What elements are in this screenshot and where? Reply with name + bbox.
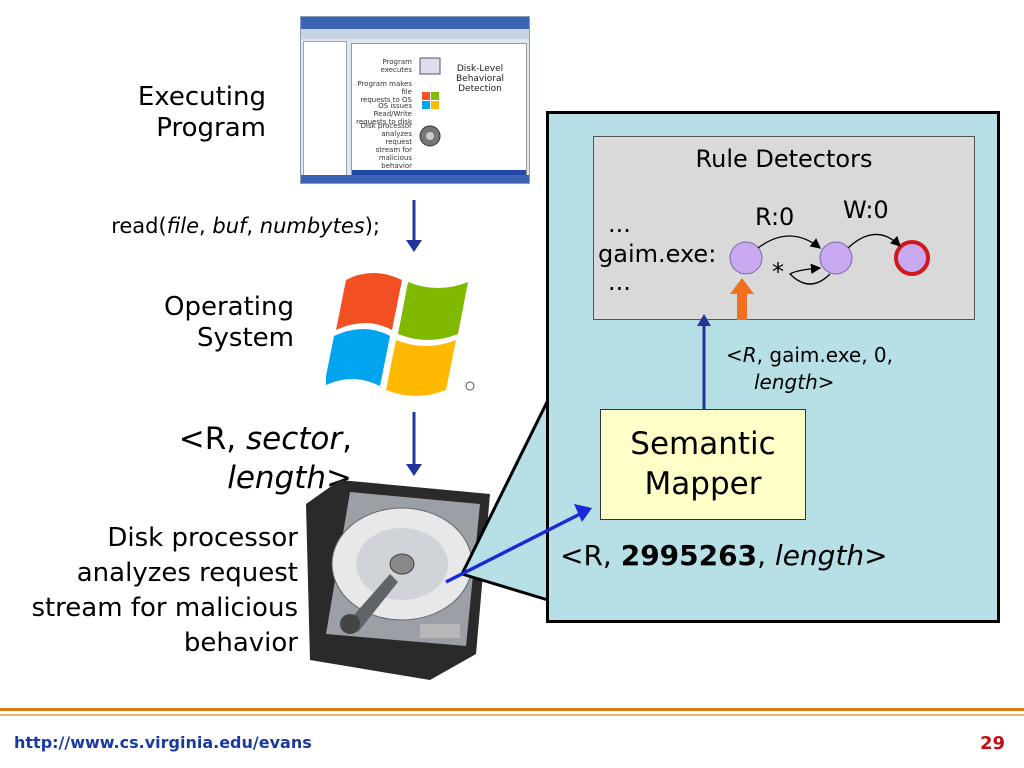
arrow-program-to-os — [406, 200, 422, 252]
state-machine-diagram — [729, 233, 930, 285]
footer-divider-light — [0, 714, 1024, 716]
r0-label: R:0 — [755, 203, 795, 231]
gaim-exe-label: gaim.exe: — [598, 240, 717, 268]
footer-url-link[interactable]: http://www.cs.virginia.edu/evans — [14, 733, 312, 752]
thumbnail-titlebar — [301, 17, 529, 29]
operating-system-label: Operating System — [164, 292, 294, 353]
read-call-label: read(file, buf, numbytes); — [111, 214, 380, 238]
thumbnail-slide-footer — [352, 170, 526, 176]
disk-processor-label: Disk processor analyzes request stream f… — [31, 523, 298, 658]
sector-tuple-label: <R, 2995263, length> — [560, 539, 888, 572]
dots-bottom: ... — [608, 268, 631, 296]
thumbnail-icons — [419, 57, 441, 147]
arrow-disk-to-mapper — [445, 504, 592, 584]
w0-label: W:0 — [843, 196, 889, 224]
thumbnail-statusbar — [301, 175, 529, 183]
arrow-os-to-disk — [406, 412, 422, 476]
hard-disk-icon — [306, 480, 490, 680]
star-label: * — [772, 258, 784, 286]
dots-top: ... — [608, 210, 631, 238]
orange-input-arrow — [730, 278, 754, 320]
sector-request-label: <R, sector, length> — [178, 421, 352, 496]
footer-divider — [0, 708, 1024, 711]
rule-detectors-box: Rule Detectors — [593, 136, 975, 320]
arrow-mapper-to-rules — [697, 314, 711, 410]
windows-logo-icon — [326, 273, 475, 396]
semantic-mapper-box: Semantic Mapper — [600, 409, 806, 520]
mapped-tuple-label: <R, gaim.exe, 0, length> — [726, 343, 894, 394]
page-number: 29 — [980, 733, 1006, 754]
rule-detectors-title: Rule Detectors — [695, 145, 873, 173]
thumbnail-toolbar — [301, 29, 529, 39]
executing-program-label: Executing Program — [137, 82, 266, 143]
